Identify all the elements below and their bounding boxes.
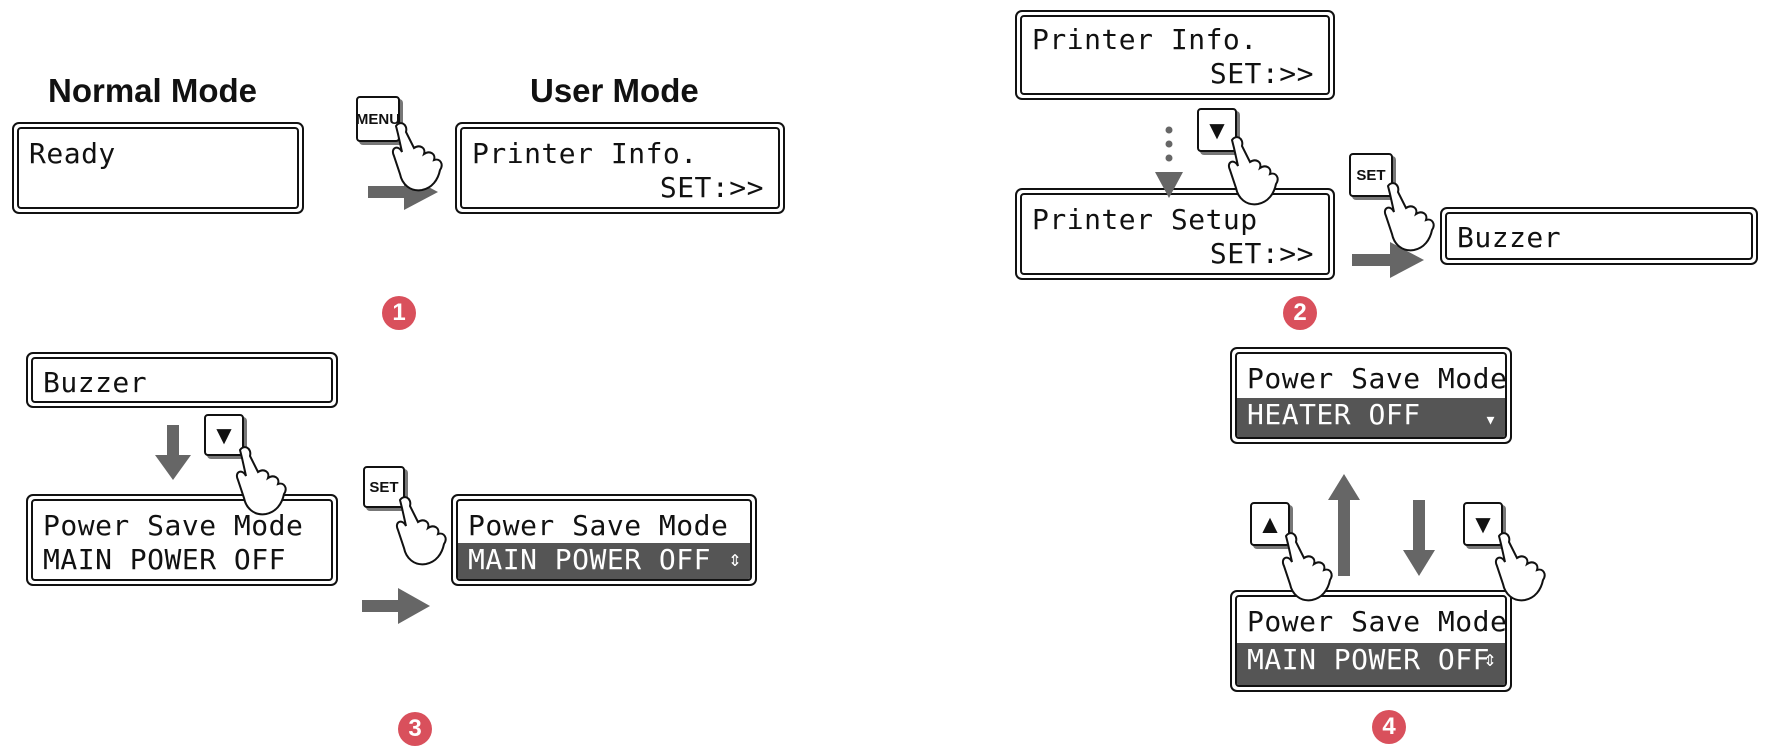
up-triangle-icon: ▲: [1257, 509, 1283, 539]
display-line-1: Ready: [29, 137, 116, 170]
user-mode-display: Printer Info. SET:>>: [455, 122, 785, 214]
normal-mode-display: Ready: [12, 122, 304, 214]
step-badge-1: 1: [382, 296, 416, 330]
up-down-indicator-icon: ⇕: [728, 547, 742, 572]
pointing-hand-icon: [235, 446, 287, 516]
pointing-hand-icon: [1227, 136, 1279, 206]
power-save-mode-display: Power Save Mode MAIN POWER OFF: [26, 494, 338, 586]
set-button-label: SET: [369, 478, 399, 496]
down-button[interactable]: ▼: [1463, 502, 1503, 546]
set-button[interactable]: SET: [1349, 153, 1393, 197]
power-save-mode-selected-display: Power Save Mode MAIN POWER OFF ⇕: [451, 494, 757, 586]
dotted-down-arrow-icon: [1155, 126, 1183, 198]
pointing-hand-icon: [395, 496, 447, 566]
step-badge-4: 4: [1372, 710, 1406, 744]
display-line-1: Power Save Mode: [1247, 605, 1507, 638]
buzzer-display: Buzzer: [1440, 207, 1758, 265]
menu-button[interactable]: MENU: [356, 96, 400, 142]
printer-info-display: Printer Info. SET:>>: [1015, 10, 1335, 100]
up-button[interactable]: ▲: [1250, 502, 1290, 546]
main-power-off-display: Power Save Mode MAIN POWER OFF ⇕: [1230, 590, 1512, 692]
up-arrow-icon: [1328, 474, 1360, 576]
display-line-2: HEATER OFF: [1247, 398, 1421, 431]
step-badge-2: 2: [1283, 296, 1317, 330]
pointing-hand-icon: [1281, 532, 1333, 602]
display-line-2: MAIN POWER OFF: [468, 543, 712, 576]
up-down-indicator-icon: ⇕: [1483, 647, 1497, 672]
display-line-2: MAIN POWER OFF: [43, 543, 287, 576]
down-button[interactable]: ▼: [204, 414, 244, 456]
down-arrow-icon: [1403, 500, 1435, 576]
step-badge-3: 3: [398, 712, 432, 746]
pointing-hand-icon: [391, 122, 443, 192]
printer-setup-display: Printer Setup SET:>>: [1015, 188, 1335, 280]
down-button[interactable]: ▼: [1197, 108, 1237, 152]
right-arrow-icon: [1352, 242, 1424, 278]
display-line-1: Buzzer: [43, 366, 148, 399]
down-indicator-icon: ▾: [1484, 407, 1497, 431]
menu-button-label: MENU: [355, 110, 401, 128]
display-line-1: Printer Setup: [1032, 203, 1258, 236]
display-line-1: Buzzer: [1457, 221, 1562, 254]
display-line-1: Printer Info.: [1032, 23, 1258, 56]
buzzer-display: Buzzer: [26, 352, 338, 408]
set-button[interactable]: SET: [363, 466, 405, 508]
display-line-2: MAIN POWER OFF: [1247, 643, 1491, 676]
display-line-2: SET:>>: [1209, 57, 1314, 90]
down-triangle-icon: ▼: [211, 420, 237, 450]
down-arrow-icon: [155, 425, 191, 480]
display-line-1: Printer Info.: [472, 137, 698, 170]
down-triangle-icon: ▼: [1470, 509, 1496, 539]
user-mode-heading: User Mode: [530, 72, 699, 109]
display-line-2: SET:>>: [1209, 237, 1314, 270]
right-arrow-icon: [362, 588, 430, 624]
normal-mode-heading: Normal Mode: [48, 72, 258, 109]
pointing-hand-icon: [1383, 182, 1435, 252]
display-line-1: Power Save Mode: [1247, 362, 1507, 395]
pointing-hand-icon: [1494, 532, 1546, 602]
set-button-label: SET: [1356, 166, 1386, 184]
display-line-1: Power Save Mode: [468, 509, 729, 542]
down-triangle-icon: ▼: [1204, 115, 1230, 145]
display-line-2: SET:>>: [659, 171, 764, 204]
display-line-1: Power Save Mode: [43, 509, 304, 542]
heater-off-display: Power Save Mode HEATER OFF ▾: [1230, 347, 1512, 444]
